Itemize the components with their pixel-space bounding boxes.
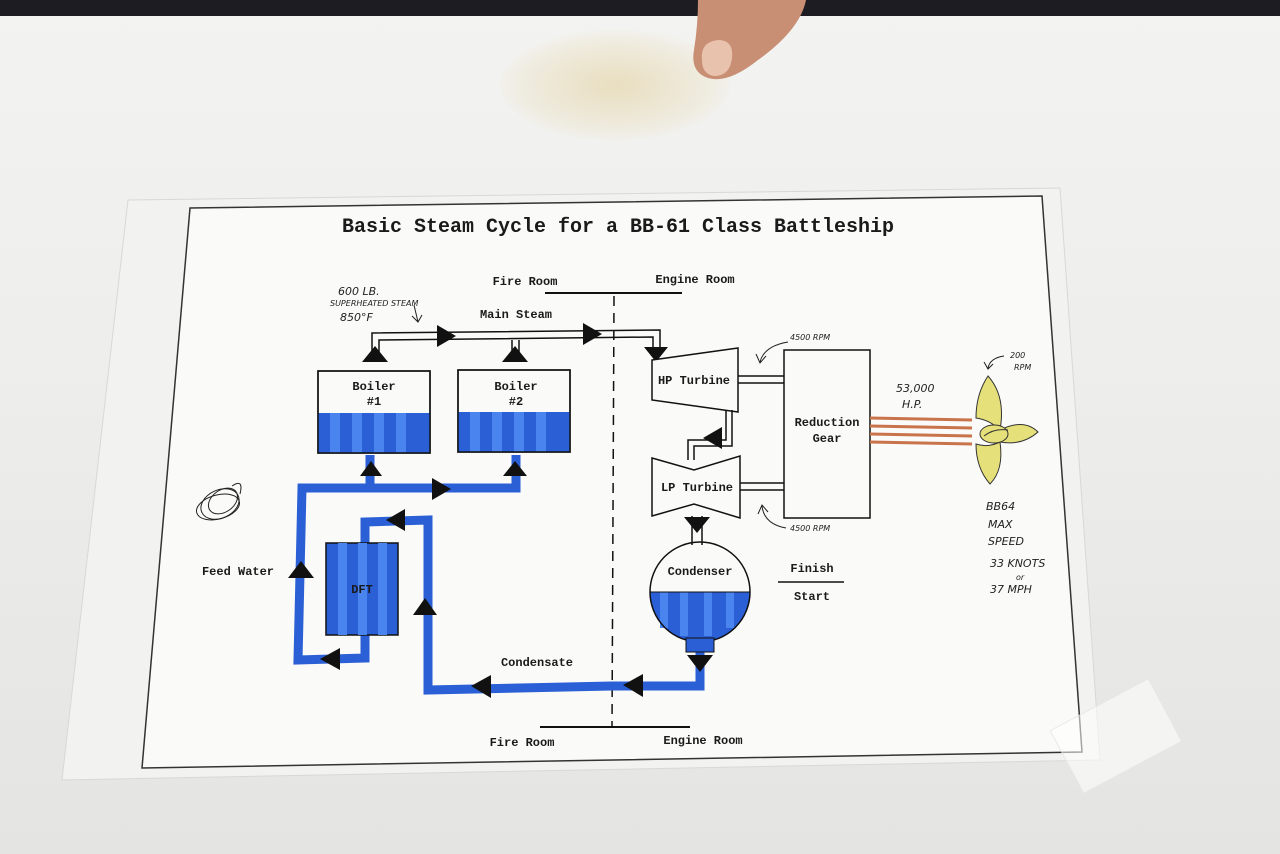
finish-label: Finish — [790, 562, 833, 576]
boiler-2: Boiler #2 — [457, 369, 571, 453]
condenser: Condenser — [649, 541, 751, 653]
arrow-down-lp-exhaust — [684, 517, 710, 533]
turbine-shafts — [738, 375, 786, 491]
propeller — [975, 375, 1039, 485]
water-stain — [500, 30, 730, 140]
boiler-1-number: #1 — [367, 395, 381, 409]
arrow-up-condensate — [413, 598, 437, 615]
note-mph: 37 MPH — [990, 583, 1032, 596]
note-knots: 33 KNOTS — [990, 557, 1045, 570]
reduction-gear: Reduction Gear — [783, 349, 871, 519]
arrow-down-hp — [644, 347, 668, 362]
arrow-up-boiler2 — [502, 346, 528, 362]
note-max: MAX — [988, 518, 1013, 531]
reduction-gear-label: Reduction — [795, 416, 860, 430]
lp-turbine: LP Turbine — [651, 454, 741, 520]
reduction-gear-label-2: Gear — [813, 432, 842, 446]
note-or: or — [1016, 573, 1025, 582]
note-horsepower-unit: H.P. — [902, 398, 922, 411]
arrow-up-feed1 — [360, 461, 382, 476]
boiler-1-label: Boiler — [352, 380, 395, 394]
arrow-left-condensate2 — [623, 674, 643, 697]
arrow-down-condenser — [687, 655, 713, 672]
fire-room-label-bottom: Fire Room — [490, 736, 555, 750]
condenser-label: Condenser — [668, 565, 733, 579]
arrow-up-feed-left — [288, 561, 314, 578]
note-hp-rpm: 4500 RPM — [790, 333, 830, 342]
engine-room-label-top: Engine Room — [655, 273, 734, 287]
condensate-label: Condensate — [501, 656, 573, 670]
note-horsepower: 53,000 — [896, 382, 935, 395]
arrow-left-crossover — [703, 427, 722, 449]
note-ship: BB64 — [986, 500, 1015, 513]
arrow-up-boiler1 — [362, 346, 388, 362]
hp-turbine-label: HP Turbine — [658, 374, 730, 388]
pen-scribble — [196, 482, 242, 521]
note-speed: SPEED — [988, 535, 1024, 548]
arrow-right-feed — [432, 478, 451, 500]
feed-water-label: Feed Water — [202, 565, 274, 579]
boiler-2-number: #2 — [509, 395, 523, 409]
note-pressure: 600 LB. — [338, 285, 380, 298]
note-prop-rpm-unit: RPM — [1014, 363, 1031, 372]
arrow-right-steam2 — [583, 323, 602, 345]
engine-room-label-bottom: Engine Room — [663, 734, 742, 748]
arrow-up-feed2 — [503, 461, 527, 476]
dft-label: DFT — [351, 583, 373, 597]
note-prop-rpm: 200 — [1010, 351, 1025, 360]
arrow-left-dft-top — [386, 509, 405, 531]
main-steam-label: Main Steam — [480, 308, 552, 322]
thumb-image — [693, 0, 806, 80]
arrow-right-steam1 — [437, 325, 456, 347]
hp-turbine: HP Turbine — [651, 347, 739, 413]
fire-room-label-top: Fire Room — [493, 275, 558, 289]
note-steam-type: SUPERHEATED STEAM — [330, 299, 418, 308]
arrow-left-dft-bottom — [320, 648, 340, 670]
lp-turbine-label: LP Turbine — [661, 481, 733, 495]
start-label: Start — [794, 590, 830, 604]
dft-tank: DFT — [325, 542, 399, 636]
note-temperature: 850°F — [340, 311, 373, 324]
propeller-shaft — [869, 416, 973, 446]
note-lp-rpm: 4500 RPM — [790, 524, 830, 533]
diagram-title: Basic Steam Cycle for a BB-61 Class Batt… — [342, 216, 894, 239]
boiler-2-label: Boiler — [494, 380, 537, 394]
boiler-1: Boiler #1 — [317, 370, 431, 454]
top-edge-shadow — [0, 0, 1280, 16]
arrow-left-condensate1 — [471, 675, 491, 698]
